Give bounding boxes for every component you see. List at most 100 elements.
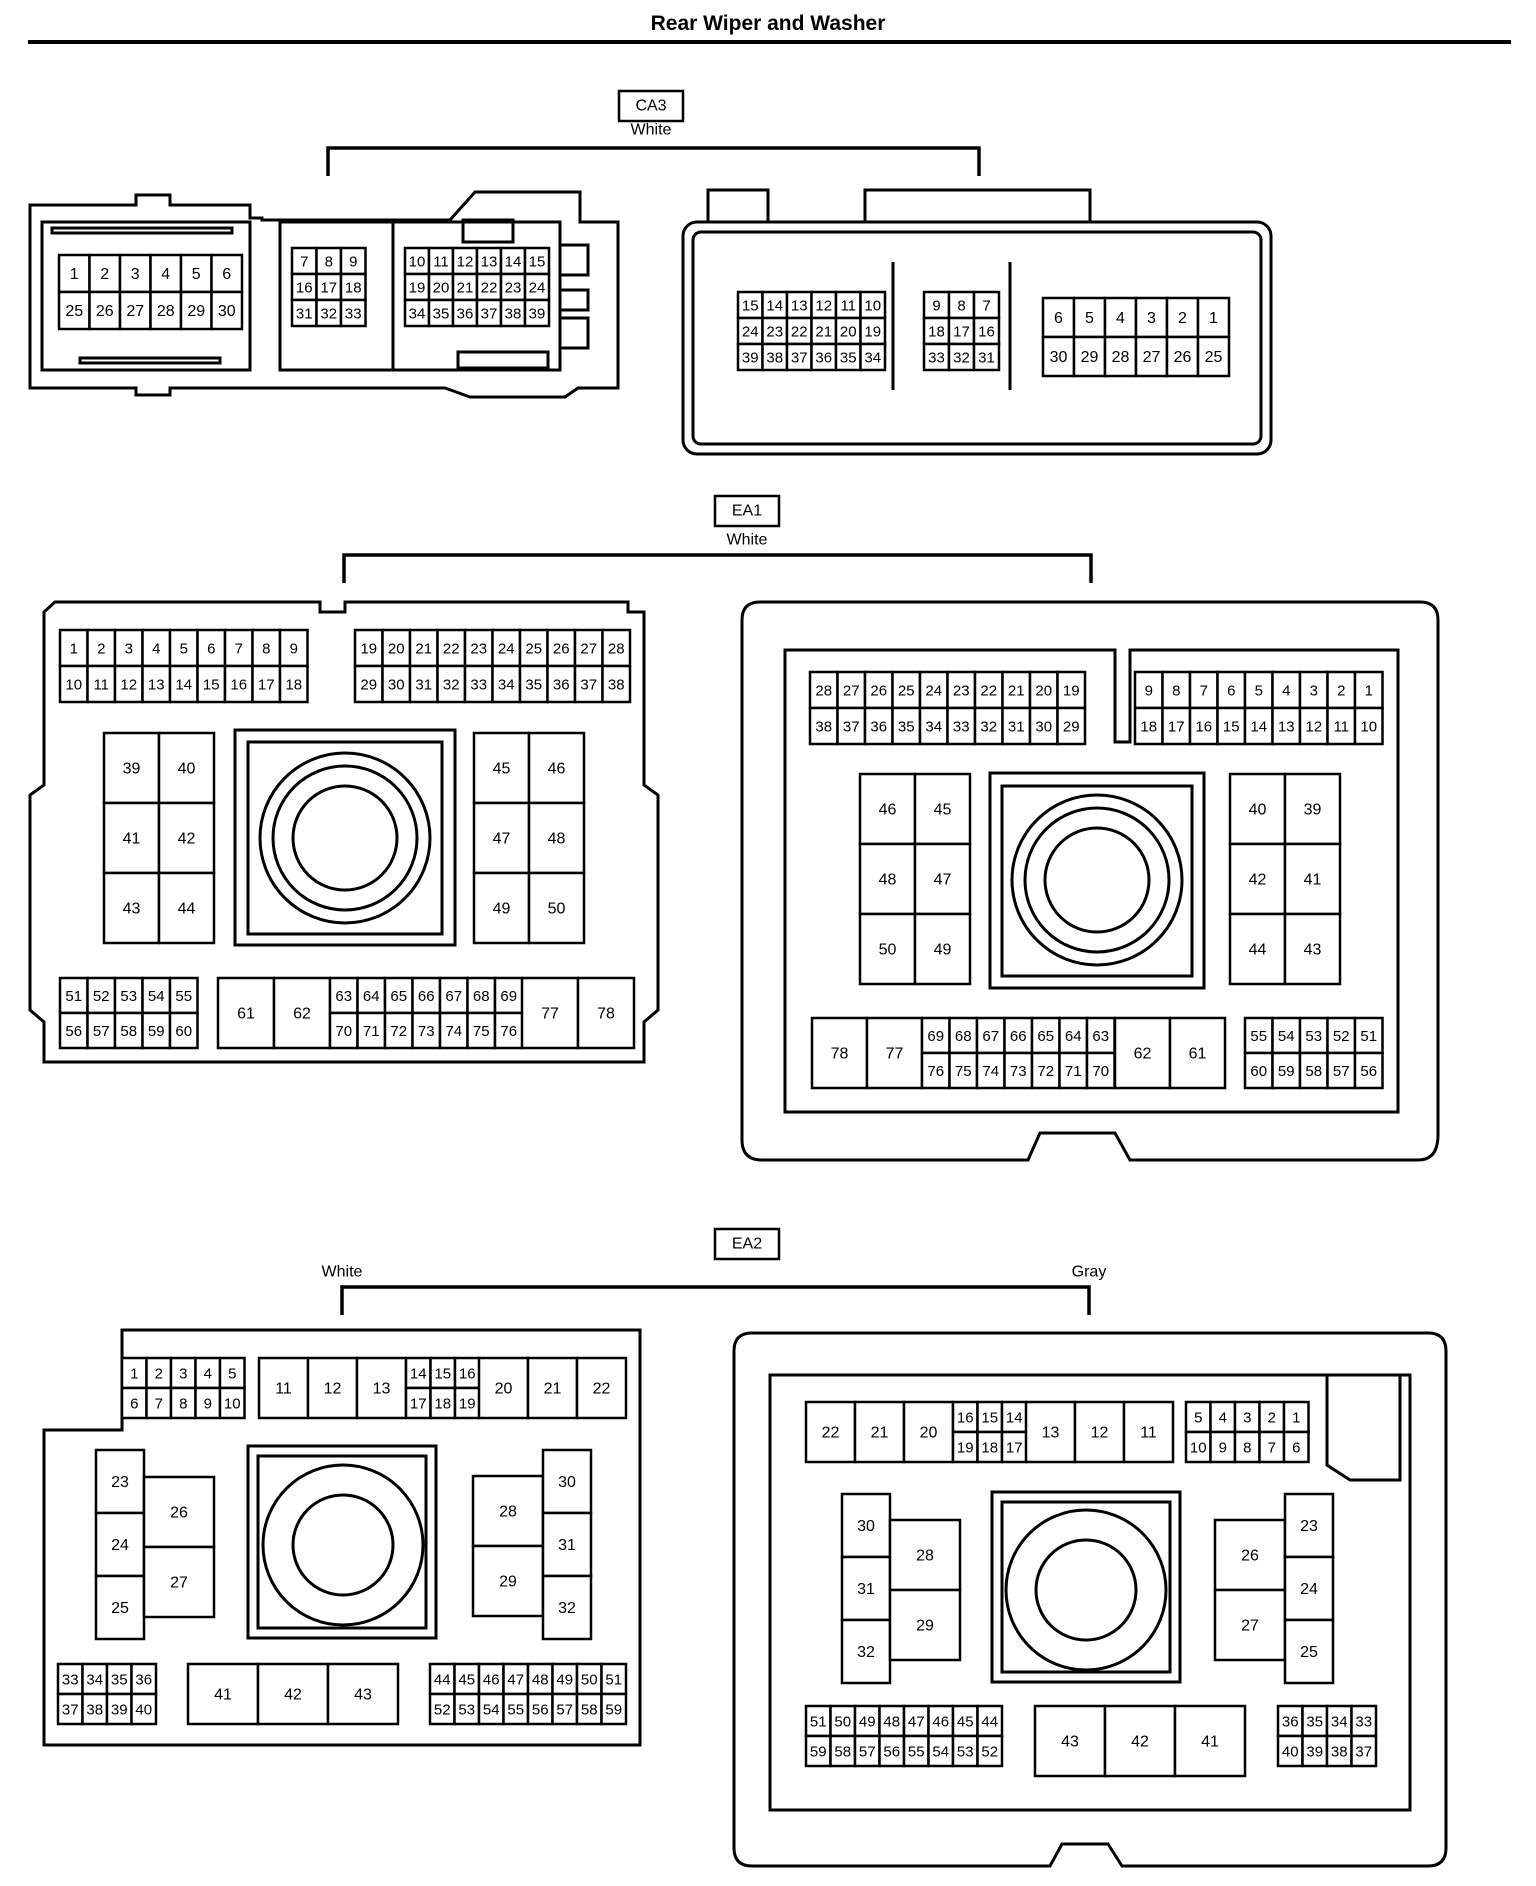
pin-box	[491, 664, 522, 704]
pin-number: 5	[1085, 310, 1094, 327]
pin-number: 43	[1304, 942, 1322, 959]
pin-number: 5	[1194, 1410, 1202, 1427]
pin-cell: 57	[853, 1734, 881, 1768]
pin-number: 66	[418, 988, 435, 1005]
pin-number: 42	[1131, 1734, 1149, 1751]
pin-box	[1282, 1430, 1310, 1464]
pin-cell: 44	[976, 1704, 1004, 1738]
pin-box	[576, 976, 636, 1050]
pin-number: 8	[179, 1396, 187, 1413]
pin-number: 7	[155, 1396, 163, 1413]
pin-number: 76	[500, 1023, 517, 1040]
pin-cell: 67	[438, 976, 469, 1015]
pin-cell: 10	[58, 664, 89, 704]
pin-cell: 64	[356, 976, 387, 1015]
pin-number: 32	[558, 1600, 576, 1617]
ea1-right-center-ring-inner	[1023, 806, 1171, 954]
pin-box	[518, 628, 549, 668]
pin-cell: 22	[804, 1400, 857, 1464]
pin-cell: 5	[168, 628, 199, 668]
pin-cell: 28	[471, 1474, 545, 1548]
pin-box	[1258, 1400, 1286, 1434]
pin-cell: 7	[972, 290, 1001, 320]
pin-number: 27	[170, 1575, 188, 1592]
pin-cell: 62	[272, 976, 332, 1050]
pin-cell: 50	[527, 871, 586, 945]
pin-cell: 9	[278, 628, 309, 668]
pin-cell: 58	[113, 1011, 144, 1050]
pin-box	[179, 290, 213, 331]
pin-cell: 55	[502, 1692, 530, 1726]
ca3-left-key	[461, 218, 515, 244]
pin-cell: 27	[1213, 1588, 1287, 1662]
pin-cell: 30	[541, 1448, 593, 1515]
connector-color: White	[631, 122, 672, 139]
pin-number: 23	[111, 1474, 129, 1491]
pin-cell: 47	[502, 1662, 530, 1696]
pin-cell: 6	[196, 628, 227, 668]
pin-number: 51	[810, 1714, 827, 1731]
pin-number: 18	[928, 324, 945, 341]
pin-box	[278, 628, 309, 668]
pin-box	[518, 664, 549, 704]
pin-number: 55	[908, 1744, 925, 1761]
pin-number: 35	[433, 306, 450, 323]
pin-cell: 60	[1243, 1051, 1274, 1090]
pin-cell: 5	[1072, 296, 1107, 339]
pin-cell: 49	[913, 912, 972, 986]
pin-box	[256, 1662, 330, 1726]
pin-box	[251, 664, 282, 704]
pin-number: 58	[120, 1023, 137, 1040]
pin-box	[141, 664, 172, 704]
pin-number: 59	[1278, 1063, 1295, 1080]
pin-number: 14	[766, 298, 783, 315]
pin-cell: 38	[761, 342, 789, 372]
pin-cell: 17	[404, 1386, 432, 1420]
pin-number: 57	[556, 1702, 573, 1719]
pin-cell: 29	[353, 664, 384, 704]
pin-cell: 75	[466, 1011, 497, 1050]
pin-cell: 17	[1000, 1430, 1028, 1464]
pin-cell: 26	[88, 290, 122, 331]
pin-box	[94, 1448, 146, 1515]
pin-number: 35	[111, 1672, 128, 1689]
pin-number: 56	[883, 1744, 900, 1761]
pin-box	[573, 664, 604, 704]
pin-cell: 45	[951, 1704, 979, 1738]
pin-cell: 59	[141, 1011, 172, 1050]
pin-number: 19	[409, 280, 426, 297]
pin-box	[210, 290, 244, 331]
ca3-left-latch-slot	[78, 356, 222, 365]
pin-box	[1283, 772, 1342, 846]
pin-number: 36	[815, 350, 832, 367]
pin-number: 40	[1249, 802, 1267, 819]
pin-number: 41	[1201, 1734, 1219, 1751]
pin-box	[141, 1011, 172, 1050]
pin-cell: 37	[573, 664, 604, 704]
pin-cell: 76	[493, 1011, 524, 1050]
pin-cell: 38	[601, 664, 632, 704]
pin-number: 20	[433, 280, 450, 297]
pin-cell: 34	[859, 342, 887, 372]
pin-number: 16	[230, 677, 247, 694]
pin-number: 38	[608, 677, 625, 694]
pin-number: 12	[457, 254, 474, 271]
pin-number: 5	[1255, 683, 1263, 700]
pin-cell: 37	[1350, 1734, 1378, 1768]
pin-number: 38	[1331, 1744, 1348, 1761]
pin-number: 11	[840, 298, 856, 315]
pin-number: 4	[204, 1366, 212, 1383]
pin-number: 27	[126, 303, 144, 320]
pin-cell: 34	[81, 1662, 109, 1696]
pin-box	[1188, 706, 1219, 746]
pin-number: 24	[111, 1537, 129, 1554]
pin-cell: 11	[257, 1356, 310, 1420]
pin-box	[157, 801, 216, 875]
pin-number: 5	[228, 1366, 236, 1383]
pin-cell: 25	[518, 628, 549, 668]
pin-cell: 15	[196, 664, 227, 704]
pin-number: 11	[275, 1381, 292, 1398]
pin-number: 75	[473, 1023, 490, 1040]
pin-box	[1283, 1555, 1335, 1622]
pin-number: 22	[791, 324, 808, 341]
